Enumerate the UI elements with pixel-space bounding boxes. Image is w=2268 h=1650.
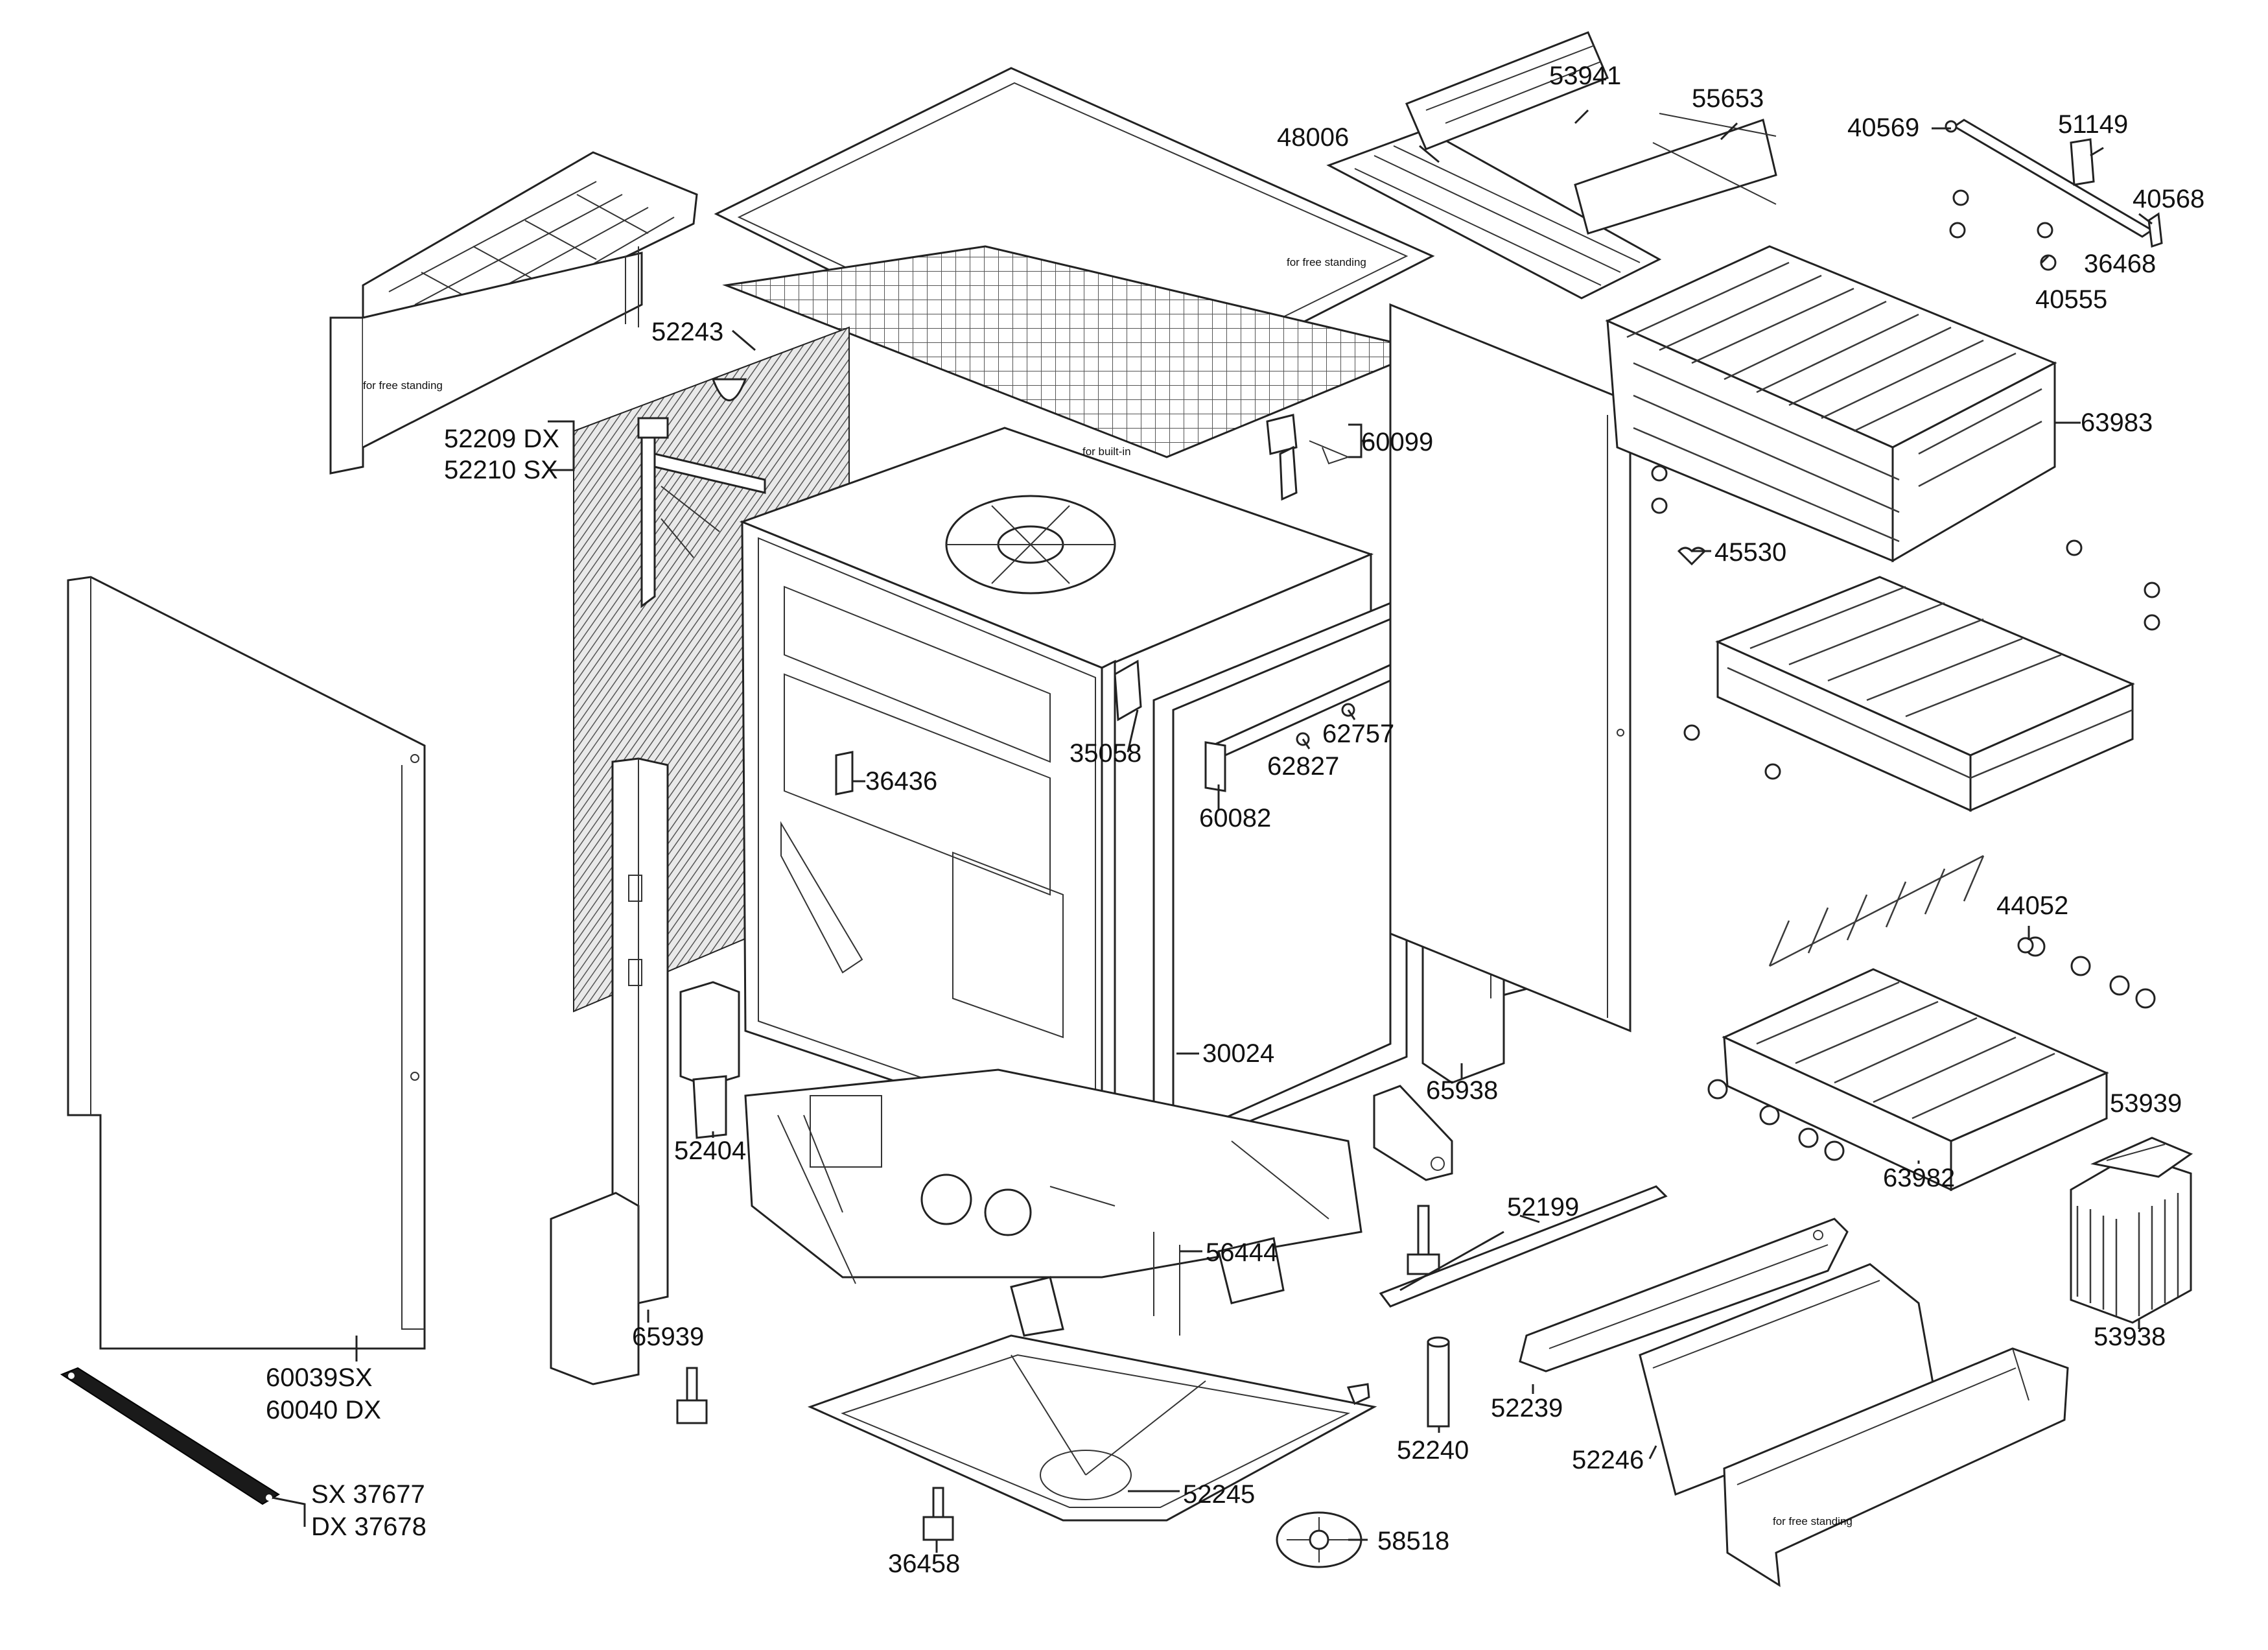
- part-label: 55653: [1692, 84, 1764, 113]
- upper-basket-63983: [1605, 245, 2057, 563]
- adjustable-foot: [1346, 1205, 1440, 1406]
- part-label: 52239: [1491, 1394, 1563, 1422]
- part-label: 30024: [1202, 1039, 1274, 1068]
- part-label: 36458: [888, 1550, 960, 1578]
- part-label: 53938: [2094, 1323, 2166, 1351]
- part-label: 52243: [651, 318, 723, 346]
- part-label: 53939: [2110, 1089, 2182, 1118]
- part-label: 44052: [1996, 891, 2068, 920]
- panel-52246: [1639, 1263, 1936, 1496]
- part-label: 58518: [1377, 1527, 1449, 1555]
- part-label: 36468: [2084, 250, 2156, 278]
- rack-slide-rail: [1945, 119, 2163, 248]
- part-label: 51149: [2058, 110, 2128, 139]
- part-label: 65939: [632, 1323, 704, 1351]
- pipe-52240: [1427, 1336, 1450, 1428]
- note-free-standing-kick: for free standing: [1773, 1515, 1853, 1527]
- lower-basket-63982: [1722, 854, 2109, 1192]
- part-label: 40555: [2035, 285, 2107, 314]
- top-rack-rails: [1326, 31, 1777, 300]
- part-label: 52209 DX: [444, 425, 559, 453]
- part-label: 60099: [1361, 428, 1433, 456]
- right-side-panel: [1389, 303, 1631, 1033]
- part-label: SX 37677: [311, 1480, 425, 1509]
- part-label: DX 37678: [311, 1513, 427, 1541]
- door-gasket-strip: [60, 1367, 280, 1505]
- part-label: 63982: [1883, 1164, 1955, 1192]
- note-free-standing-worktop: for free standing: [1287, 256, 1366, 268]
- control-module-52404: [679, 981, 740, 1139]
- note-free-standing-tray: for free standing: [363, 379, 443, 392]
- part-label: 36436: [865, 767, 937, 796]
- bracket-60099: [1266, 414, 1350, 501]
- kick-plate-free-standing: [1723, 1347, 2069, 1587]
- left-mounting-rail: [550, 757, 669, 1385]
- foot-36458: [676, 1367, 954, 1541]
- part-label: 52240: [1397, 1436, 1469, 1465]
- part-label: 65938: [1426, 1076, 1498, 1105]
- middle-basket: [1715, 576, 2135, 812]
- part-label: 60039SX: [266, 1363, 373, 1392]
- small-parts: [835, 547, 2034, 954]
- slide-52239: [1519, 1218, 1849, 1373]
- part-label: 52245: [1183, 1480, 1255, 1509]
- rail-52199: [1379, 1185, 1668, 1308]
- cutlery-basket: [2070, 1137, 2193, 1324]
- part-label: 53941: [1549, 62, 1621, 90]
- part-label: 48006: [1277, 123, 1349, 152]
- part-label: 52199: [1507, 1193, 1579, 1221]
- part-label: 35058: [1070, 739, 1141, 768]
- door-panel: [67, 576, 426, 1350]
- part-label: 45530: [1714, 538, 1786, 567]
- hinge-bracket: [1373, 1085, 1453, 1181]
- side-bracket-52209-52210: [637, 417, 766, 608]
- part-labels: 53941 55653 48006 40569 51149 40568 3646…: [266, 62, 2204, 1578]
- part-label: 62827: [1267, 752, 1339, 781]
- part-label: 56444: [1206, 1238, 1278, 1267]
- base-sump-assembly: [744, 1068, 1362, 1337]
- part-label: 60082: [1199, 804, 1271, 832]
- note-built-in: for built-in: [1082, 445, 1131, 458]
- installation-notes: for free standing for free standing for …: [363, 256, 1853, 1527]
- part-label: 52210 SX: [444, 456, 558, 484]
- part-label: 60040 DX: [266, 1396, 381, 1424]
- part-label: 63983: [2081, 408, 2153, 437]
- cutlery-tray-free-standing: [329, 151, 698, 475]
- base-tray-52245: [807, 1232, 1377, 1522]
- part-label: 52246: [1572, 1446, 1644, 1474]
- part-label: 40568: [2133, 185, 2204, 213]
- part-label: 52404: [674, 1137, 746, 1165]
- part-label: 40569: [1847, 113, 1919, 142]
- leader-lines: [272, 109, 2153, 1553]
- part-label: 62757: [1322, 720, 1394, 748]
- spray-arm-58518: [1276, 1511, 1362, 1568]
